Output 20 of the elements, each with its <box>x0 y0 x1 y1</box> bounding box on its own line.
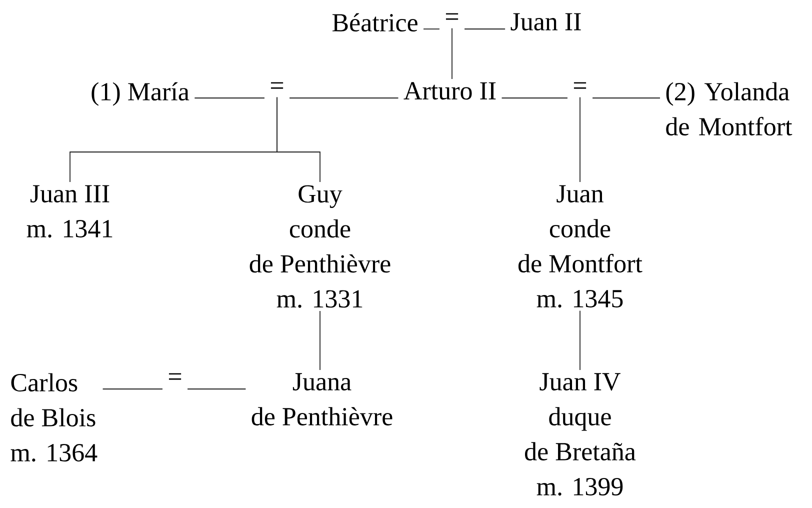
person-name: Juana de Penthièvre <box>252 373 392 426</box>
person-name: Guy conde de Penthièvre m. 1331 <box>250 185 390 308</box>
connector-line <box>423 28 440 30</box>
person-name: Juan III m. 1341 <box>26 185 112 238</box>
person-name: Juan conde de Montfort m. 1345 <box>518 185 642 308</box>
person-name: (2) Yolanda de Montfort <box>666 82 792 136</box>
person-name: Arturo II <box>404 82 496 100</box>
connector-line <box>276 96 320 182</box>
person-name: Carlos de Blois m. 1364 <box>10 373 98 462</box>
connector-line <box>187 388 246 390</box>
marriage-sign: = <box>446 13 458 20</box>
person-name: Béatrice <box>332 13 418 32</box>
person-name: Juan IV duque de Bretaña m. 1399 <box>525 373 636 496</box>
person-name: (1) María <box>92 82 190 106</box>
marriage-sign: = <box>270 82 284 89</box>
connector-line <box>464 28 506 30</box>
person-name: Juan II <box>510 13 581 30</box>
marriage-sign: = <box>574 82 586 89</box>
marriage-sign: = <box>168 373 182 380</box>
connector-line <box>102 388 163 390</box>
